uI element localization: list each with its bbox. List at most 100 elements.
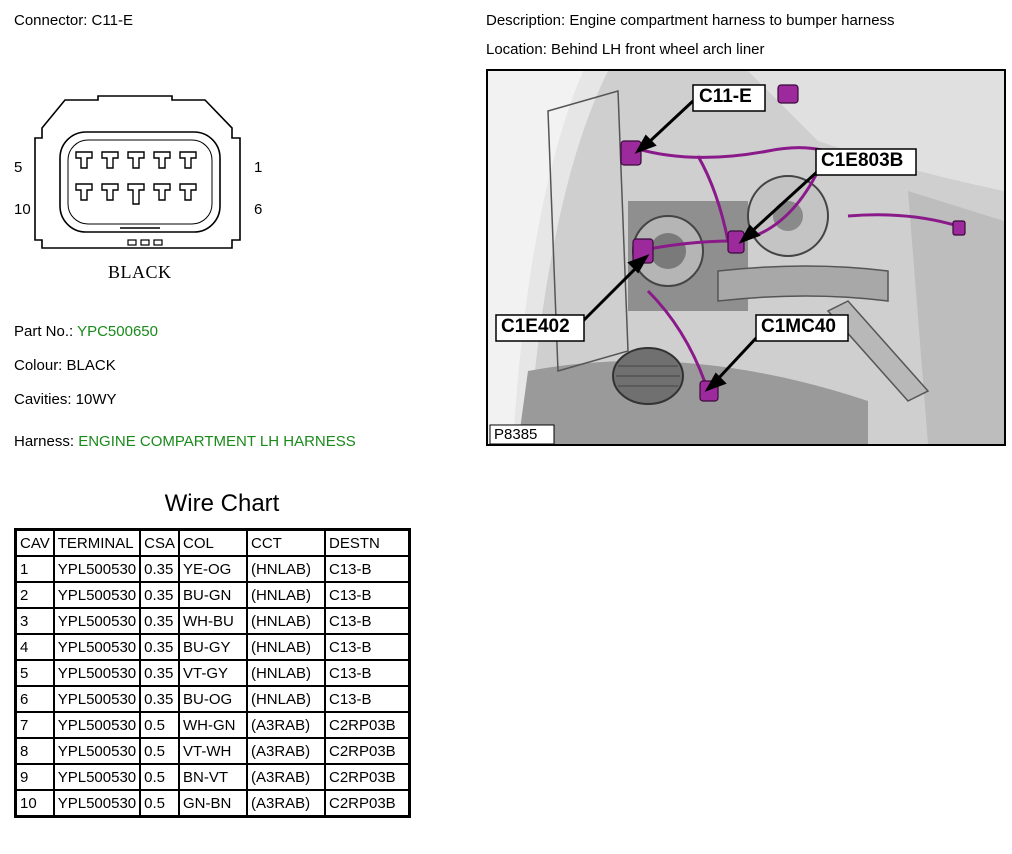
harness-info: Harness: ENGINE COMPARTMENT LH HARNESS (14, 433, 356, 450)
wire-chart-title: Wire Chart (164, 490, 280, 517)
cell-cct: (A3RAB) (245, 763, 326, 791)
harness-value: ENGINE COMPARTMENT LH HARNESS (78, 433, 356, 450)
cell-destn: C2RP03B (323, 763, 411, 791)
cell-terminal: YPL500530 (52, 685, 142, 713)
cell-destn: C2RP03B (323, 789, 411, 818)
pin-label-5: 5 (14, 159, 23, 176)
header-destn: DESTN (323, 528, 411, 557)
cell-csa: 0.35 (139, 659, 180, 687)
pin-label-10: 10 (14, 201, 31, 218)
cell-col: VT-WH (177, 737, 248, 765)
location-photo: C11-E C1E803B C1E402 C1MC40 P8385 (486, 69, 1006, 446)
cell-csa: 0.5 (139, 711, 180, 739)
cell-terminal: YPL500530 (52, 763, 142, 791)
pin-label-6: 6 (254, 201, 263, 218)
header-csa: CSA (139, 528, 180, 557)
cell-cct: (HNLAB) (245, 607, 326, 635)
cell-cct: (HNLAB) (245, 685, 326, 713)
cell-cav: 4 (14, 633, 55, 661)
header-cct: CCT (245, 528, 326, 557)
cell-csa: 0.5 (139, 789, 180, 818)
cell-csa: 0.5 (139, 737, 180, 765)
cell-destn: C13-B (323, 633, 411, 661)
description-text: Description: Engine compartment harness … (486, 12, 895, 29)
cell-terminal: YPL500530 (52, 555, 142, 583)
callout-c1mc40: C1MC40 (761, 316, 836, 337)
cell-col: BN-VT (177, 763, 248, 791)
part-number-value: YPC500650 (77, 323, 158, 340)
cell-destn: C2RP03B (323, 737, 411, 765)
cell-cav: 9 (14, 763, 55, 791)
pin-label-1: 1 (254, 159, 263, 176)
cell-terminal: YPL500530 (52, 737, 142, 765)
cell-csa: 0.5 (139, 763, 180, 791)
cell-cav: 1 (14, 555, 55, 583)
cell-terminal: YPL500530 (52, 633, 142, 661)
cell-terminal: YPL500530 (52, 789, 142, 818)
cell-col: YE-OG (177, 555, 248, 583)
cell-cav: 10 (14, 789, 55, 818)
cell-destn: C13-B (323, 581, 411, 609)
cell-csa: 0.35 (139, 555, 180, 583)
cell-cav: 2 (14, 581, 55, 609)
cell-col: WH-BU (177, 607, 248, 635)
part-number: Part No.: YPC500650 (14, 323, 158, 340)
header-cav: CAV (14, 528, 55, 557)
cell-col: VT-GY (177, 659, 248, 687)
cell-cct: (HNLAB) (245, 555, 326, 583)
cell-terminal: YPL500530 (52, 711, 142, 739)
wire-chart-header-row: CAV TERMINAL CSA COL CCT DESTN (14, 528, 411, 557)
photo-reference: P8385 (494, 426, 538, 443)
cell-csa: 0.35 (139, 581, 180, 609)
connector-color-caption: BLACK (108, 262, 172, 282)
cell-cct: (A3RAB) (245, 789, 326, 818)
cell-col: BU-GY (177, 633, 248, 661)
cell-cct: (HNLAB) (245, 581, 326, 609)
connector-label: Connector: C11-E (14, 12, 133, 29)
cell-col: BU-OG (177, 685, 248, 713)
cell-cav: 7 (14, 711, 55, 739)
cavities-info: Cavities: 10WY (14, 391, 117, 408)
cell-destn: C13-B (323, 685, 411, 713)
connector-face-diagram (10, 90, 270, 290)
cell-cav: 3 (14, 607, 55, 635)
cell-col: WH-GN (177, 711, 248, 739)
callout-c1e803b: C1E803B (821, 150, 904, 171)
location-text: Location: Behind LH front wheel arch lin… (486, 41, 765, 58)
header-terminal: TERMINAL (52, 528, 142, 557)
cell-cav: 6 (14, 685, 55, 713)
cell-cct: (A3RAB) (245, 711, 326, 739)
cell-cav: 5 (14, 659, 55, 687)
cell-cav: 8 (14, 737, 55, 765)
cell-csa: 0.35 (139, 607, 180, 635)
header-col: COL (177, 528, 248, 557)
colour-info: Colour: BLACK (14, 357, 116, 374)
cell-destn: C13-B (323, 555, 411, 583)
part-number-label: Part No.: (14, 323, 74, 340)
cell-cct: (HNLAB) (245, 633, 326, 661)
cell-csa: 0.35 (139, 633, 180, 661)
cell-destn: C13-B (323, 607, 411, 635)
cell-cct: (HNLAB) (245, 659, 326, 687)
harness-label: Harness: (14, 433, 75, 450)
cell-terminal: YPL500530 (52, 607, 142, 635)
cell-terminal: YPL500530 (52, 581, 142, 609)
cell-cct: (A3RAB) (245, 737, 326, 765)
cell-csa: 0.35 (139, 685, 180, 713)
cell-terminal: YPL500530 (52, 659, 142, 687)
callout-c1e402: C1E402 (501, 316, 570, 337)
cell-col: BU-GN (177, 581, 248, 609)
cell-destn: C2RP03B (323, 711, 411, 739)
cell-col: GN-BN (177, 789, 248, 818)
callout-c11-e: C11-E (699, 86, 752, 107)
